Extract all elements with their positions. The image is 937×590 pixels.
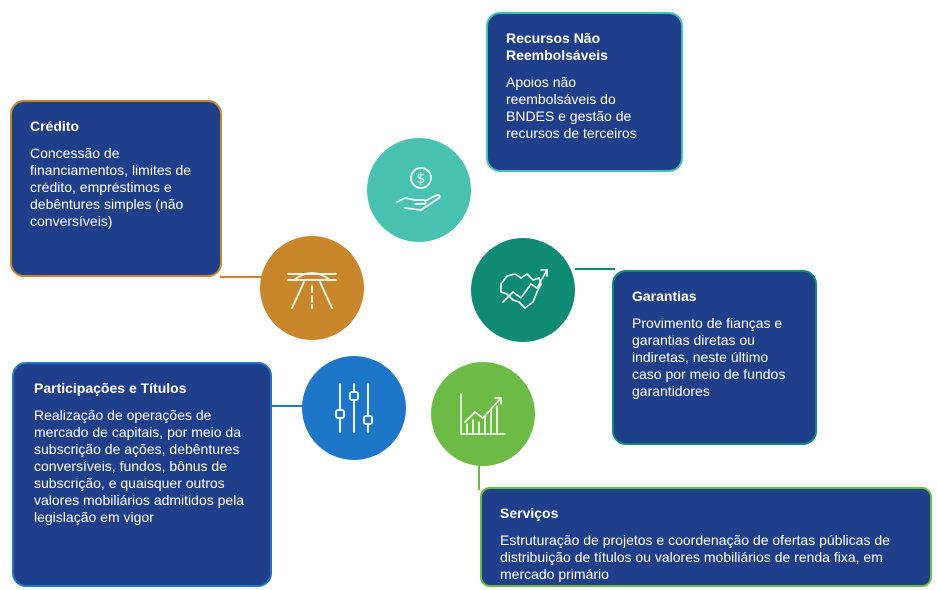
connector-participacoes <box>270 405 310 407</box>
card-title: Garantias <box>632 288 697 304</box>
card-participacoes: Participações e Títulos Realização de op… <box>12 362 272 587</box>
circle-participacoes <box>302 356 406 460</box>
circle-recursos: $ <box>367 138 471 242</box>
card-title: Participações e Títulos <box>34 380 187 396</box>
brazil-map-chart-icon <box>500 269 548 309</box>
money-hand-icon: $ <box>396 167 441 211</box>
card-description: Concessão de financiamentos, limites de … <box>30 145 192 229</box>
road-bridge-icon <box>287 272 337 309</box>
svg-text:$: $ <box>417 171 426 187</box>
card-description: Apoios não reembolsáveis do BNDES e gest… <box>506 74 637 141</box>
sliders-icon <box>335 383 373 433</box>
card-garantias: Garantias Provimento de fianças e garant… <box>612 270 817 445</box>
circle-servicos <box>431 362 535 466</box>
card-description: Realização de operações de mercado de ca… <box>34 407 245 525</box>
circle-garantias <box>471 238 575 342</box>
card-recursos: Recursos Não Reembolsáveis Apoios não re… <box>486 12 683 172</box>
card-title: Crédito <box>30 118 79 134</box>
connector-servicos <box>478 450 480 490</box>
card-description: Estruturação de projetos e coordenação d… <box>500 532 890 582</box>
card-description: Provimento de fianças e garantias direta… <box>632 315 786 399</box>
card-title: Serviços <box>500 505 559 521</box>
connector-garantias <box>575 268 615 270</box>
card-servicos: Serviços Estruturação de projetos e coor… <box>480 487 932 587</box>
connector-credito <box>220 276 270 278</box>
growth-chart-icon <box>460 393 506 435</box>
card-title: Recursos Não Reembolsáveis <box>506 30 608 63</box>
card-credito: Crédito Concessão de financiamentos, lim… <box>10 100 222 277</box>
circle-credito <box>260 236 364 340</box>
